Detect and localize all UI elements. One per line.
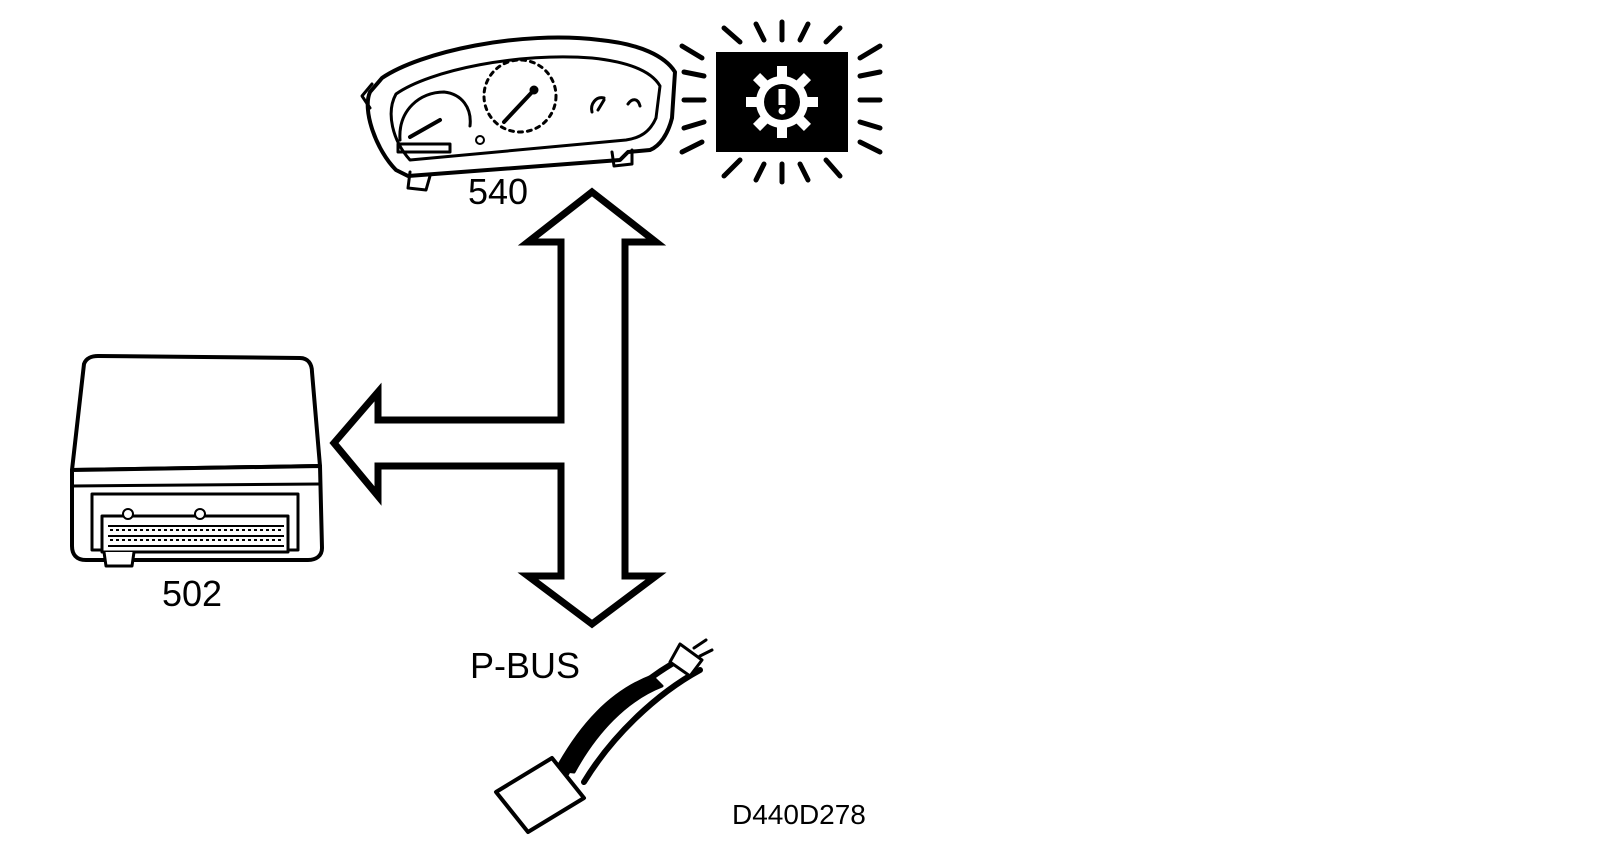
label-p-bus: P-BUS (470, 645, 580, 686)
figure-code: D440D278 (732, 799, 866, 830)
p-bus-arrow (329, 187, 667, 629)
label-540: 540 (468, 171, 528, 212)
diagnostic-connector-icon (494, 638, 714, 834)
check-engine-gear-icon (679, 19, 883, 185)
control-module-icon (70, 354, 324, 568)
label-502: 502 (162, 573, 222, 614)
instrument-cluster-icon (360, 35, 677, 192)
